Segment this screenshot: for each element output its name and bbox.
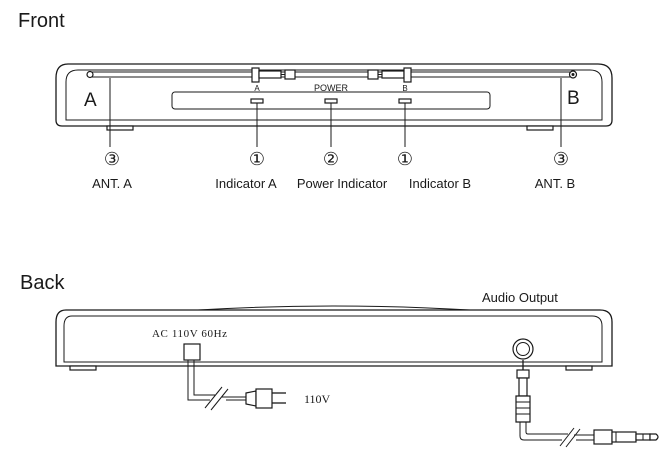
front-title: Front xyxy=(18,10,65,32)
label-voltage: 110V xyxy=(304,392,331,406)
front-face-inner xyxy=(65,69,603,121)
led-indicator-b xyxy=(398,98,412,104)
back-foot-left xyxy=(69,365,97,371)
front-unit: A B A POWER B ③ ① ② ① ③ ANT. A Indicator… xyxy=(55,63,613,191)
callout-3-ant-b: ③ xyxy=(553,149,569,169)
back-top-hump xyxy=(197,305,471,311)
label-ant-b: ANT. B xyxy=(535,176,575,191)
label-indicator-b: Indicator B xyxy=(409,176,471,191)
antenna-a-clip xyxy=(251,67,260,83)
panel-label-power: POWER xyxy=(314,83,349,93)
label-ac-rating: AC 110V 60Hz xyxy=(152,328,228,340)
power-cord-grommet xyxy=(183,343,201,361)
front-body-outline xyxy=(55,63,613,127)
power-cord xyxy=(187,360,215,401)
back-title: Back xyxy=(20,272,65,294)
label-power-indicator: Power Indicator xyxy=(297,176,388,191)
panel-label-a: A xyxy=(254,84,260,93)
callout-1-indicator-b: ① xyxy=(397,149,413,169)
audio-cable xyxy=(515,360,594,448)
back-foot-right xyxy=(565,365,593,371)
label-audio-output: Audio Output xyxy=(482,290,558,305)
back-body-outline xyxy=(55,309,613,367)
antenna-a-pivot xyxy=(86,70,94,79)
antenna-a-tip xyxy=(284,69,296,80)
label-indicator-a: Indicator A xyxy=(215,176,277,191)
callout-2-power: ② xyxy=(323,149,339,169)
antenna-b-clip xyxy=(403,67,412,83)
power-plug-icon xyxy=(245,388,286,409)
back-face-inner xyxy=(63,315,603,363)
audio-output-jack xyxy=(512,338,534,360)
front-foot-right xyxy=(526,125,554,131)
led-power xyxy=(324,98,338,104)
side-label-b: B xyxy=(567,88,580,109)
label-ant-a: ANT. A xyxy=(92,176,132,191)
back-unit: AC 110V 60Hz 110V xyxy=(55,305,659,448)
quarter-inch-plug-icon xyxy=(593,429,659,445)
led-indicator-a xyxy=(250,98,264,104)
panel-label-b: B xyxy=(402,84,407,93)
side-label-a: A xyxy=(84,90,97,111)
callout-1-indicator-a: ① xyxy=(249,149,265,169)
front-foot-left xyxy=(106,125,134,131)
antenna-b-tip xyxy=(367,69,379,80)
callout-3-ant-a: ③ xyxy=(104,149,120,169)
